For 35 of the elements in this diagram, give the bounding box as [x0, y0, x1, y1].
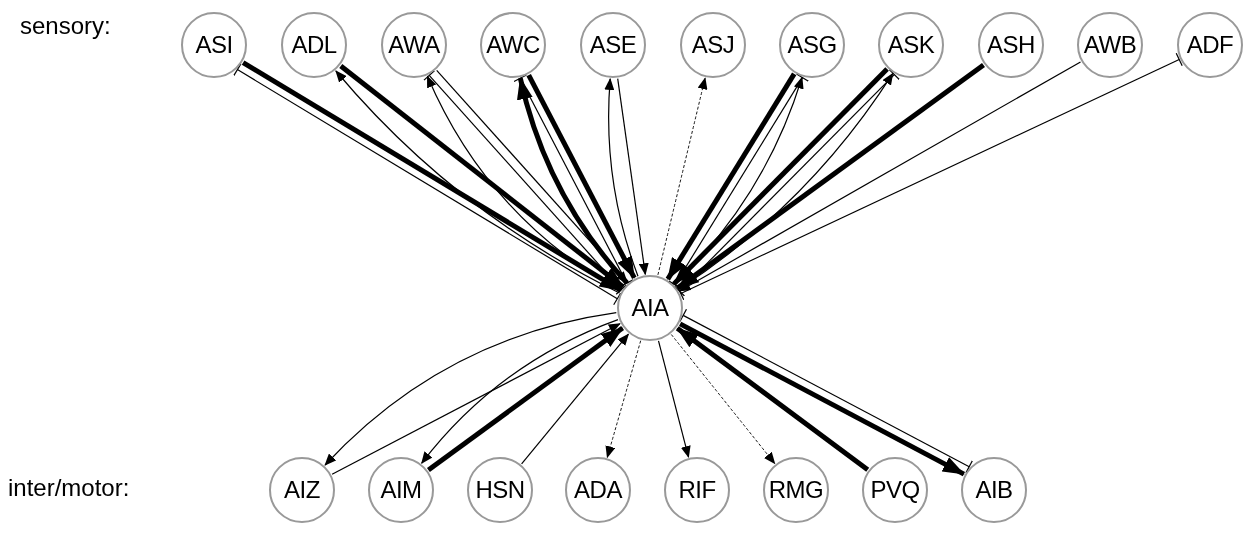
- neuron-label: ASJ: [691, 31, 735, 59]
- neuron-circle: [1077, 12, 1143, 78]
- synapse-arrow: [324, 312, 617, 466]
- synapse-arrow: [678, 61, 1082, 292]
- neuron-label: ADL: [291, 31, 337, 59]
- neuron-label: ASG: [787, 31, 837, 59]
- neuron-label: HSN: [475, 476, 525, 504]
- neuron-label: AWC: [486, 31, 540, 59]
- neuron-label: ASI: [195, 31, 233, 59]
- neuron-label: ASK: [887, 31, 935, 59]
- neuron-label: RMG: [768, 476, 824, 504]
- synapse-arrow: [331, 323, 621, 475]
- synapse-arrow: [617, 78, 649, 276]
- synapse-arrow: [675, 326, 870, 472]
- neuron-label: AIB: [975, 476, 1013, 504]
- synapse-arrow: [521, 333, 630, 465]
- neuron-label: ASH: [987, 31, 1035, 59]
- neuron-label: ADA: [574, 476, 622, 504]
- row-label: inter/motor:: [8, 474, 130, 502]
- synapse-arrow: [526, 74, 637, 279]
- neuron-label: AIA: [631, 294, 669, 322]
- neuron-label: RIF: [678, 476, 716, 504]
- row-label: sensory:: [20, 12, 111, 40]
- neuron-label: ADF: [1186, 31, 1234, 59]
- neuron-label: AIZ: [284, 476, 320, 504]
- neuron-circle: [862, 457, 928, 523]
- neuron-label: AWA: [388, 31, 440, 59]
- neuron-circle: [368, 457, 434, 523]
- neuron-label: ASE: [589, 31, 637, 59]
- synapse-arrow: [604, 77, 639, 277]
- gap-junction-line: [677, 52, 1183, 301]
- neuron-label: AWB: [1083, 31, 1137, 59]
- neuron-label: AIM: [380, 476, 422, 504]
- neuron-label: PVQ: [870, 476, 920, 504]
- synapse-arrow: [657, 340, 691, 459]
